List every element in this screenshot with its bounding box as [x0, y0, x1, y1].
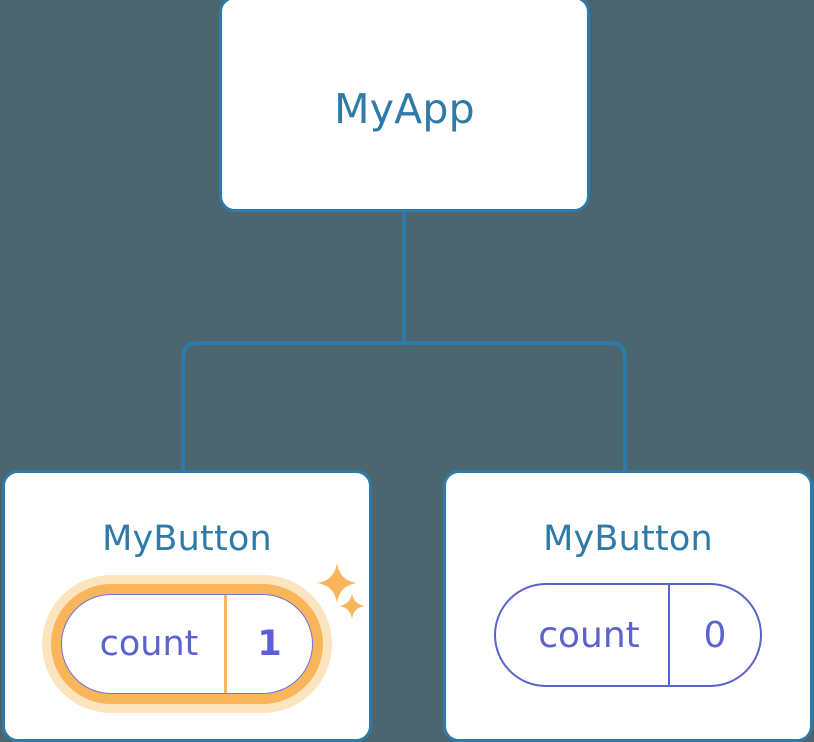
connector-branch-bar	[181, 341, 627, 470]
state-value-left: 1	[224, 595, 312, 693]
state-pill-right-wrap: count 0	[446, 583, 810, 687]
state-pill-left[interactable]: count 1	[42, 575, 332, 713]
node-myapp-title: MyApp	[334, 85, 475, 133]
node-mybutton-right-title: MyButton	[543, 519, 713, 559]
node-mybutton-left[interactable]: MyButton count 1	[2, 470, 372, 742]
state-pill-right[interactable]: count 0	[494, 583, 762, 687]
state-value-right: 0	[668, 585, 760, 685]
node-mybutton-right[interactable]: MyButton count 0	[443, 470, 813, 742]
node-myapp[interactable]: MyApp	[219, 0, 590, 212]
state-pill-left-wrap: count 1	[5, 575, 369, 713]
pill-inner-left: count 1	[61, 594, 313, 694]
node-mybutton-left-title: MyButton	[102, 519, 272, 559]
state-key-right: count	[538, 614, 640, 656]
state-key-left: count	[99, 624, 199, 664]
